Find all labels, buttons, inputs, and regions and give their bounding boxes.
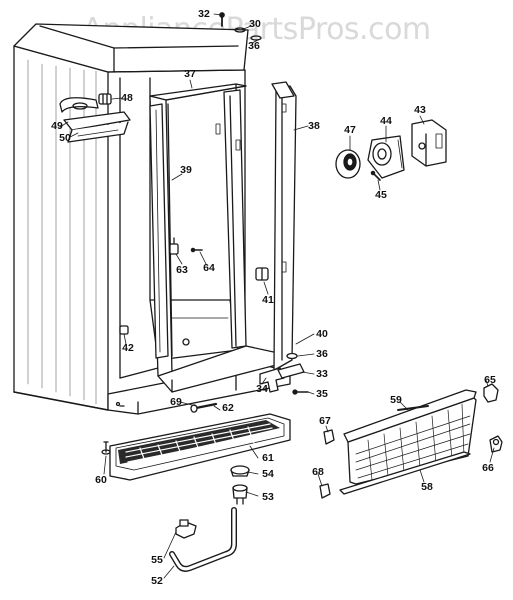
callout-42: 42 [122, 341, 134, 354]
callout-41: 41 [262, 293, 274, 306]
callout-39: 39 [180, 163, 192, 176]
drain-cap-part [230, 465, 250, 477]
callout-69: 69 [170, 395, 182, 408]
callout-35: 35 [316, 387, 328, 400]
mullion-bar [149, 103, 169, 359]
callout-33: 33 [316, 367, 328, 380]
leader-lines [59, 13, 495, 579]
leveling-leg-part [101, 441, 111, 455]
drain-fitting-part [232, 484, 248, 505]
long-bolt-part [190, 402, 218, 413]
callout-47: 47 [344, 123, 356, 136]
callout-61: 61 [262, 451, 274, 464]
defrost-timer-part [411, 119, 447, 167]
callout-48: 48 [121, 91, 133, 104]
light-housing-part [59, 97, 131, 143]
callout-66: 66 [482, 461, 494, 474]
toe-grille [109, 413, 291, 481]
cover-clips [319, 383, 503, 499]
callout-44: 44 [380, 114, 392, 127]
callout-53: 53 [262, 490, 274, 503]
callout-36-right: 36 [316, 347, 328, 360]
callout-52: 52 [151, 574, 163, 587]
evaporator-cover-panel [339, 389, 477, 495]
side-trim-bar [271, 81, 297, 371]
callout-34: 34 [256, 382, 268, 395]
callout-40: 40 [316, 327, 328, 340]
callout-62: 62 [222, 401, 234, 414]
drain-tube-part [169, 507, 237, 572]
tube-clamp-part [175, 519, 197, 539]
callout-37: 37 [184, 67, 196, 80]
callout-68: 68 [312, 465, 324, 478]
timer-assembly [335, 135, 405, 181]
callout-54: 54 [262, 467, 274, 480]
light-socket-part [98, 93, 112, 105]
callout-63: 63 [176, 263, 188, 276]
callout-64: 64 [203, 261, 215, 274]
callout-38: 38 [308, 119, 320, 132]
callout-60: 60 [95, 473, 107, 486]
callout-45: 45 [375, 188, 387, 201]
callout-36-top: 36 [248, 39, 260, 52]
callout-59: 59 [390, 393, 402, 406]
callout-43: 43 [414, 103, 426, 116]
callout-49: 49 [51, 119, 63, 132]
callout-30: 30 [249, 17, 261, 30]
callout-58: 58 [421, 480, 433, 493]
callout-50: 50 [59, 131, 71, 144]
callout-32: 32 [198, 7, 210, 20]
callout-67: 67 [319, 414, 331, 427]
callout-65: 65 [484, 373, 496, 386]
callout-55: 55 [151, 553, 163, 566]
